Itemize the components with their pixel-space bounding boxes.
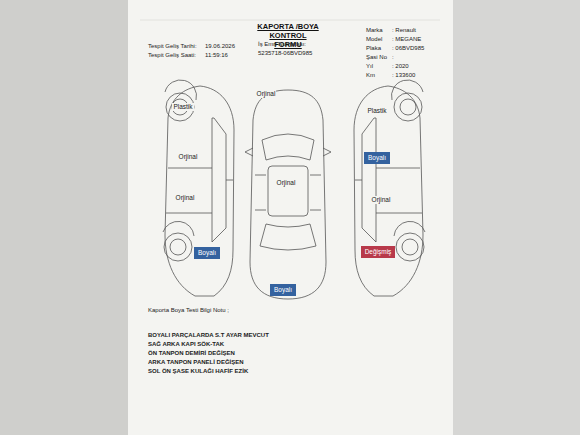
form-field: : MEGANE — [392, 36, 421, 43]
form-field: Şasi No — [366, 54, 387, 61]
part-status: Orjinal — [178, 153, 199, 160]
note-line: ARKA TANPON PANELİ DEĞİŞEN — [148, 359, 244, 366]
form-field: : 06BVD985 — [392, 45, 424, 52]
part-status: Plastik — [172, 103, 193, 110]
part-status: Orjinal — [256, 90, 277, 97]
part-status: Plastik — [366, 107, 387, 114]
form-field: 5235718-06BVD985 — [258, 50, 312, 57]
form-field: 11:59:16 — [205, 52, 228, 59]
top-view — [245, 90, 331, 299]
status-text: Boyalı — [368, 154, 386, 161]
form-field: Marka — [366, 27, 383, 34]
note-line: BOYALI PARÇALARDA S.T AYAR MEVCUT — [148, 332, 269, 339]
note-line: SOL ÖN ŞASE KULAĞI HAFİF EZİK — [148, 368, 248, 375]
note-line: SAĞ ARKA KAPI SÖK-TAK — [148, 341, 224, 348]
status-text: Değişmiş — [365, 248, 392, 255]
status-tag: Boyalı — [194, 247, 220, 258]
part-status: Orjinal — [276, 179, 297, 186]
form-field: : — [392, 54, 394, 61]
status-tag: Boyalı — [364, 152, 390, 163]
paper-crease — [140, 20, 440, 21]
form-field: : 133600 — [392, 72, 415, 79]
paper-sheet — [128, 0, 453, 435]
status-tag: Değişmiş — [361, 246, 396, 257]
form-field: Kaporta Boya Testi Bilgi Notu ; — [148, 307, 229, 314]
form-field: : Renault — [392, 27, 416, 34]
status-tag: Boyalı — [270, 284, 296, 295]
form-field: Model — [366, 36, 382, 43]
status-text: Boyalı — [198, 249, 216, 256]
form-field: 19.06.2026 — [205, 43, 235, 50]
form-field: Tespit Geliş Saati: — [148, 52, 196, 59]
status-text: Boyalı — [274, 286, 292, 293]
left-side-view — [163, 80, 234, 296]
note-line: ÖN TANPON DEMİRİ DEĞİŞEN — [148, 350, 235, 357]
form-field: Yıl — [366, 63, 373, 70]
form-field: Tespit Geliş Tarihi: — [148, 43, 197, 50]
part-status: Orjinal — [371, 196, 392, 203]
right-side-view — [354, 80, 425, 296]
form-field: İş Emri Numarası: — [258, 41, 306, 48]
form-field: : 2020 — [392, 63, 409, 70]
part-status: Orjinal — [175, 194, 196, 201]
form-field: Plaka — [366, 45, 381, 52]
form-field: Km — [366, 72, 375, 79]
photo-ground — [0, 0, 128, 435]
